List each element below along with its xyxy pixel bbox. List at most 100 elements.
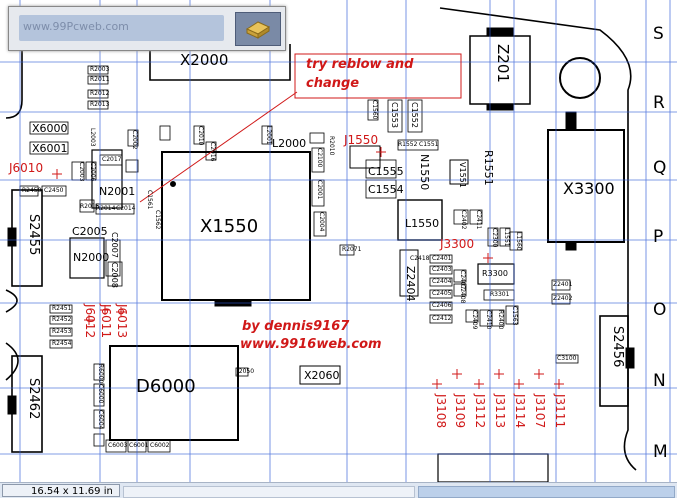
component-label: C1561 [146, 190, 153, 210]
component-label: C2403 [432, 266, 452, 273]
title-area [19, 15, 224, 41]
thumbnail-button[interactable] [235, 12, 281, 46]
component-label: L1551 [503, 228, 510, 247]
component-label: L2000 [272, 137, 307, 150]
component-label: R3301 [490, 291, 510, 298]
component-label: C2408 [459, 284, 466, 304]
component-label: C2003 [78, 162, 85, 182]
component-label: N2001 [99, 185, 136, 198]
window-titlebar: www.99Pcweb.com [8, 6, 286, 51]
image-icon [245, 21, 271, 39]
component-label: S2456 [610, 326, 625, 368]
component-label: C2300 [491, 228, 498, 248]
component-label: C2010 [197, 126, 204, 146]
grid-lines [0, 0, 677, 482]
component-label: C6004 [97, 410, 104, 430]
test-point-label: J6010 [9, 161, 44, 175]
grid-row-label: Q [653, 158, 667, 178]
repair-note-line1: try reblow and [306, 57, 414, 72]
component-label: R2453 [52, 328, 72, 335]
test-point-label: J1550 [344, 133, 379, 147]
component-label: R2400 [497, 310, 504, 330]
component-label: C2418 [410, 255, 430, 262]
scrollbar-thumb[interactable] [418, 486, 675, 498]
component-label: C2406 [432, 302, 452, 309]
grid-row-label: R [653, 93, 665, 113]
page-size-readout: 16.54 x 11.69 in [2, 484, 120, 497]
component-label: C1562 [154, 210, 161, 230]
component-label: C6003 [108, 442, 128, 449]
component-label: R2013 [90, 101, 110, 108]
test-point-label: J3108 [434, 394, 448, 429]
component-label: V1551 [458, 162, 467, 188]
horizontal-scrollbar[interactable] [123, 486, 415, 498]
pcb-board-drawing [0, 0, 677, 482]
grid-row-label: O [653, 300, 667, 320]
component-label: C2409 [471, 310, 478, 330]
test-point-label: J3111 [553, 394, 567, 429]
component-label: J2050 [237, 368, 255, 375]
component-bodies [7, 27, 635, 482]
component-label: L2003 [89, 128, 96, 147]
component-label: R2003 [90, 66, 110, 73]
component-label: C2002 [131, 130, 138, 150]
component-label: R2014 [96, 205, 116, 212]
component-label: R2452 [52, 316, 72, 323]
component-label: C2411 [475, 210, 482, 230]
component-label: C2014 [116, 205, 136, 212]
component-label: C2405 [432, 290, 452, 297]
repair-note-line2: change [306, 76, 360, 91]
component-label: L1550 [405, 217, 440, 230]
component-label: C2001 [316, 180, 323, 200]
component-label: C1554 [368, 183, 404, 196]
component-label: C2412 [432, 315, 452, 322]
component-label: Z2401 [553, 281, 573, 288]
component-label: R2015 [80, 203, 100, 210]
component-label: L1560 [515, 232, 522, 251]
component-label: C2404 [432, 278, 452, 285]
test-point-label: J3300 [440, 237, 475, 251]
test-point-label: J6013 [115, 304, 129, 339]
component-label: D6000 [136, 376, 196, 397]
component-label: C2450 [44, 187, 64, 194]
component-label: R2454 [52, 340, 72, 347]
test-point-label: J6011 [99, 304, 113, 339]
component-label: C6002 [150, 442, 170, 449]
component-label: R3300 [482, 269, 508, 278]
component-label: C1552 [410, 102, 419, 128]
component-label: X1550 [200, 216, 259, 237]
component-label: C6000 [97, 384, 104, 404]
component-label: C6001 [129, 442, 149, 449]
component-label: N1550 [418, 154, 431, 191]
component-label: C1563 [511, 306, 518, 326]
component-label: R2451 [52, 305, 72, 312]
component-label: C2008 [110, 262, 119, 288]
component-label: C2007 [110, 232, 119, 258]
test-point-label: J6012 [83, 304, 97, 339]
component-label: C2004 [318, 212, 325, 232]
component-label: X6000 [32, 122, 68, 135]
grid-row-label: N [653, 371, 666, 391]
status-bar: 16.54 x 11.69 in [0, 482, 677, 498]
author-credit: by dennis9167 [242, 319, 350, 334]
component-label: C2005 [72, 225, 108, 238]
component-label: X2000 [180, 51, 229, 69]
test-point-label: J3114 [513, 394, 527, 429]
test-point-label: J3107 [533, 394, 547, 429]
component-label: R1551 [482, 150, 495, 186]
component-label: C1553 [390, 102, 399, 128]
component-label: C2006 [89, 162, 96, 182]
test-point-label: J3109 [453, 394, 467, 429]
annotation-marks [52, 53, 564, 389]
component-label: L2001 [265, 126, 272, 145]
component-label: Z2404 [404, 266, 417, 302]
grid-row-label: S [653, 24, 664, 44]
component-label: R2010 [328, 136, 335, 156]
component-label: X6001 [32, 142, 68, 155]
small-pads [19, 65, 579, 453]
component-label: N2000 [73, 251, 110, 264]
component-label: C3100 [557, 355, 577, 362]
component-label: C2401 [432, 255, 452, 262]
test-point-label: J3113 [493, 394, 507, 429]
